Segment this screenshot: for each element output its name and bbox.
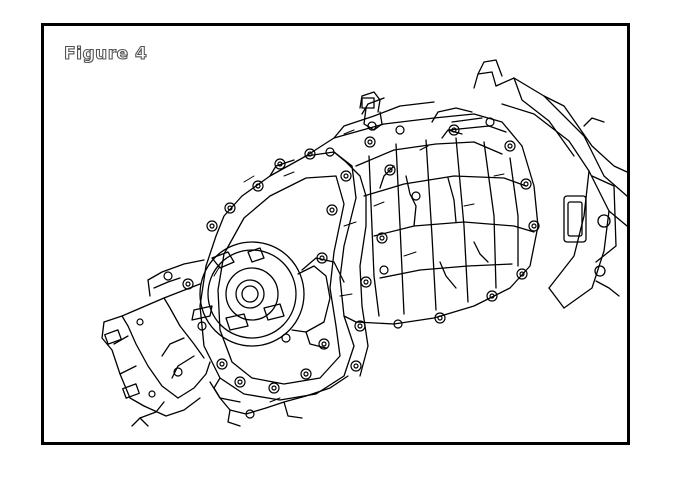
bolt-heads [137,118,539,418]
input-hub [200,242,344,348]
main-case [306,98,538,324]
shift-tower [360,92,462,138]
lower-mount [132,376,348,426]
hub-studs [192,248,284,330]
transmission-illustration [44,26,627,442]
tail-housing [474,60,627,308]
front-bracket [102,260,210,416]
figure-caption: Figure 4 [63,43,148,64]
bell-housing [200,152,368,402]
figure-frame: Figure 4 [41,23,630,445]
detail-lines [214,130,504,402]
